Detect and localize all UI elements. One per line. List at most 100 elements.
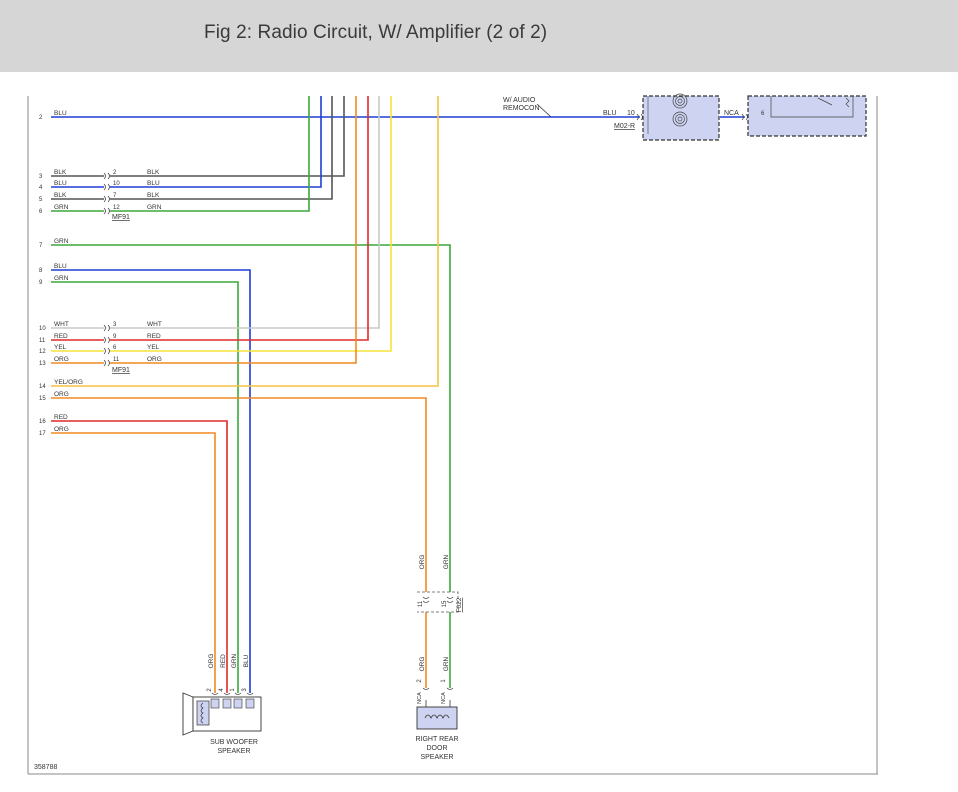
wire-label-right-10: WHT [147,321,162,328]
wire-label-right-3: BLK [147,169,160,176]
labels-layer: 2BLU3BLK4BLU5BLK6GRN7GRN8BLU9GRN10WHT11R… [39,110,463,704]
right-rear-speaker-coil-icon [424,714,450,719]
wire-label-left-15: ORG [54,391,69,398]
subwoofer-cone-icon [182,692,194,736]
mf91-a-pin-4: 10 [113,181,120,187]
subwoofer-terminal-0 [210,698,220,709]
wire-label-left-10: WHT [54,321,69,328]
pin-number-12: 12 [39,349,46,355]
subwoofer-pin-mark-0 [211,692,219,695]
spiral-icon-outer-1 [672,111,688,127]
mf91-b-pin-12: 6 [113,345,117,351]
right-rear-lower-wire-label-1: GRN [443,656,450,671]
subwoofer-pin-2: 1 [230,688,236,692]
spiral-icon-inner-0 [677,98,683,104]
connector-f022-pin-0: 11 [418,600,424,607]
subwoofer-terminal-2 [233,698,243,709]
mf91-a-pin-5: 7 [113,193,117,199]
subwoofer-pin-3: 3 [242,688,248,692]
wire-label-left-12: YEL [54,344,67,351]
right-rear-pin-mark-1 [446,687,454,690]
audio-remocon-label-2: REMOCON [503,105,540,112]
wire-label-left-17: ORG [54,426,69,433]
connector-mf91-a-mark-6 [103,207,110,215]
connector-m02r-label: M02-R [614,123,635,130]
subwoofer-pin-mark-2 [234,692,242,695]
wire-pin-9 [51,281,239,693]
pin-number-11: 11 [39,338,46,344]
wire-label-left-13: ORG [54,356,69,363]
mf91-b-pin-10: 3 [113,322,117,328]
right-rear-nca-1: NCA [441,692,447,704]
spiral-icon-mid-1 [675,114,685,124]
wire-pin-10-right [110,96,380,329]
right-rear-upper-wire-label-0: ORG [419,555,426,570]
connector-f022-box [417,591,459,613]
right-rear-pin-mark-0 [422,687,430,690]
pin-number-7: 7 [39,243,43,249]
connector-mf91-a-mark-3 [103,172,110,180]
wire-label-left-4: BLU [54,180,67,187]
figure-id: 358788 [34,764,57,771]
pin-number-6: 6 [39,209,43,215]
figure-title: Fig 2: Radio Circuit, W/ Amplifier (2 of… [204,22,548,43]
right-rear-labels: RIGHT REAR DOOR SPEAKER [415,736,458,761]
wire-label-left-3: BLK [54,169,67,176]
subwoofer-wire-label-3: BLU [243,654,250,667]
wire-label-right-11: RED [147,333,161,340]
mf91-b-label: MF91 [112,367,130,374]
pin-number-10: 10 [39,326,46,332]
amplifier-inner-trace [770,96,854,118]
wire-label-left-5: BLK [54,192,67,199]
spiral-icon-mid-0 [675,96,685,106]
right-rear-speaker-pin-1: 1 [441,679,447,683]
connector-mf91-b-mark-13 [103,359,110,367]
pin-number-14: 14 [39,384,46,390]
right-rear-name-2: DOOR [427,745,448,752]
connector-mf91-b-mark-12 [103,347,110,355]
connector-mf91-labels: MF91 MF91 [112,214,130,374]
spiral-icon-inner-1 [677,116,683,122]
wire-label-left-11: RED [54,333,68,340]
amplifier-resistor-icon [845,97,850,108]
wire-pin-11-right [110,96,369,341]
right-rear-nca-0: NCA [417,692,423,704]
subwoofer-coil-icon [200,702,204,724]
wire-pin-8 [51,269,251,693]
subwoofer-labels: SUB WOOFER SPEAKER [210,739,258,755]
wire-label-left-2: BLU [54,110,67,117]
nca-label-top: NCA [724,110,739,117]
pin-number-9: 9 [39,280,43,286]
subwoofer-pin-mark-3 [246,692,254,695]
pin-number-13: 13 [39,361,46,367]
subwoofer-terminal-1 [222,698,232,709]
wire-pin-13-right [110,96,357,364]
subwoofer-terminal-3 [245,698,255,709]
subwoofer-pin-0: 2 [207,688,213,692]
right-rear-name-3: SPEAKER [420,754,453,761]
mf91-b-pin-11: 9 [113,334,117,340]
connector-mf91-b-mark-10 [103,324,110,332]
spiral-icon-outer-0 [672,93,688,109]
right-rear-lower-wire-label-0: ORG [419,657,426,672]
audio-remote-module [642,95,720,141]
top-right-pin2-label: 6 [761,111,765,117]
audio-remocon-pointer [536,103,552,118]
subwoofer-wire-label-0: ORG [208,654,215,669]
pin-number-4: 4 [39,185,43,191]
right-rear-upper-wire-label-1: GRN [443,554,450,569]
header-band: Fig 2: Radio Circuit, W/ Amplifier (2 of… [0,0,958,72]
connector-mf91-a-mark-4 [103,183,110,191]
components-layer [103,93,867,736]
subwoofer-pin-mark-1 [223,692,231,695]
wire-label-left-6: GRN [54,204,69,211]
pin-number-3: 3 [39,174,43,180]
connector-f022-pin-1: 15 [442,600,448,607]
wire-label-right-4: BLU [147,180,160,187]
subwoofer-pin-1: 4 [219,688,225,692]
pin-number-17: 17 [39,431,46,437]
wire-pin-14 [51,96,439,387]
wire-pin-6-right [110,96,310,212]
top-right-labels: W/ AUDIO REMOCON BLU 10 M02-R NCA 6 [503,97,765,130]
